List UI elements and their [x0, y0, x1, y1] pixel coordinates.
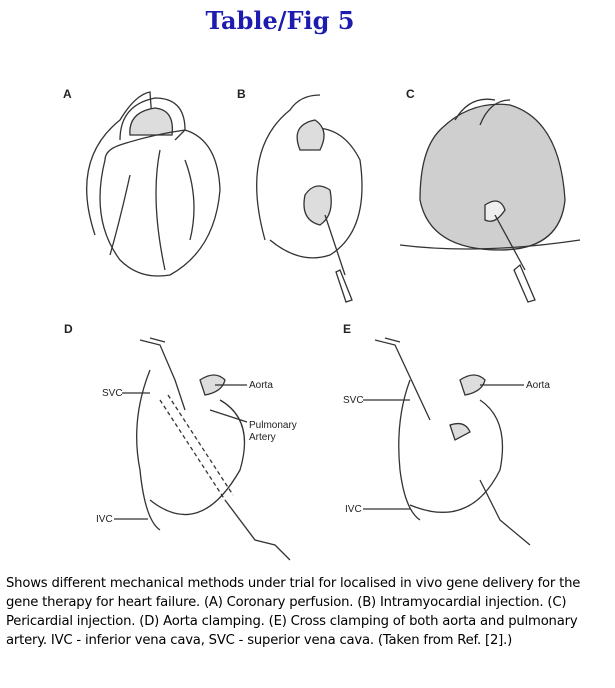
- label-ivc-e: IVC: [345, 504, 362, 515]
- heart-illustrations: A B C D SVC Aorta Pulmonary Artery: [63, 87, 581, 561]
- panel-label-c: C: [406, 87, 415, 101]
- label-aorta: Aorta: [249, 380, 273, 391]
- panel-label-b: B: [237, 87, 246, 101]
- label-pulmonary: Pulmonary: [249, 420, 297, 431]
- label-svc-e: SVC: [343, 395, 364, 406]
- panel-c-pericardial-injection: C: [399, 87, 581, 303]
- panel-b-intramyocardial-injection: B: [237, 87, 363, 303]
- figure-title: Table/Fig 5: [205, 6, 355, 35]
- panel-a-coronary-perfusion: A: [63, 87, 221, 277]
- label-aorta-e: Aorta: [526, 380, 550, 391]
- label-svc: SVC: [102, 388, 123, 399]
- panel-label-d: D: [64, 322, 73, 336]
- figure-caption: Shows different mechanical methods under…: [6, 576, 581, 648]
- label-artery: Artery: [249, 432, 276, 443]
- panel-label-a: A: [63, 87, 72, 101]
- panel-label-e: E: [343, 322, 351, 336]
- label-ivc: IVC: [96, 514, 113, 525]
- panel-d-aorta-clamping: D SVC Aorta Pulmonary Artery IVC: [64, 322, 297, 561]
- panel-e-cross-clamping: E Aorta SVC IVC: [343, 322, 550, 546]
